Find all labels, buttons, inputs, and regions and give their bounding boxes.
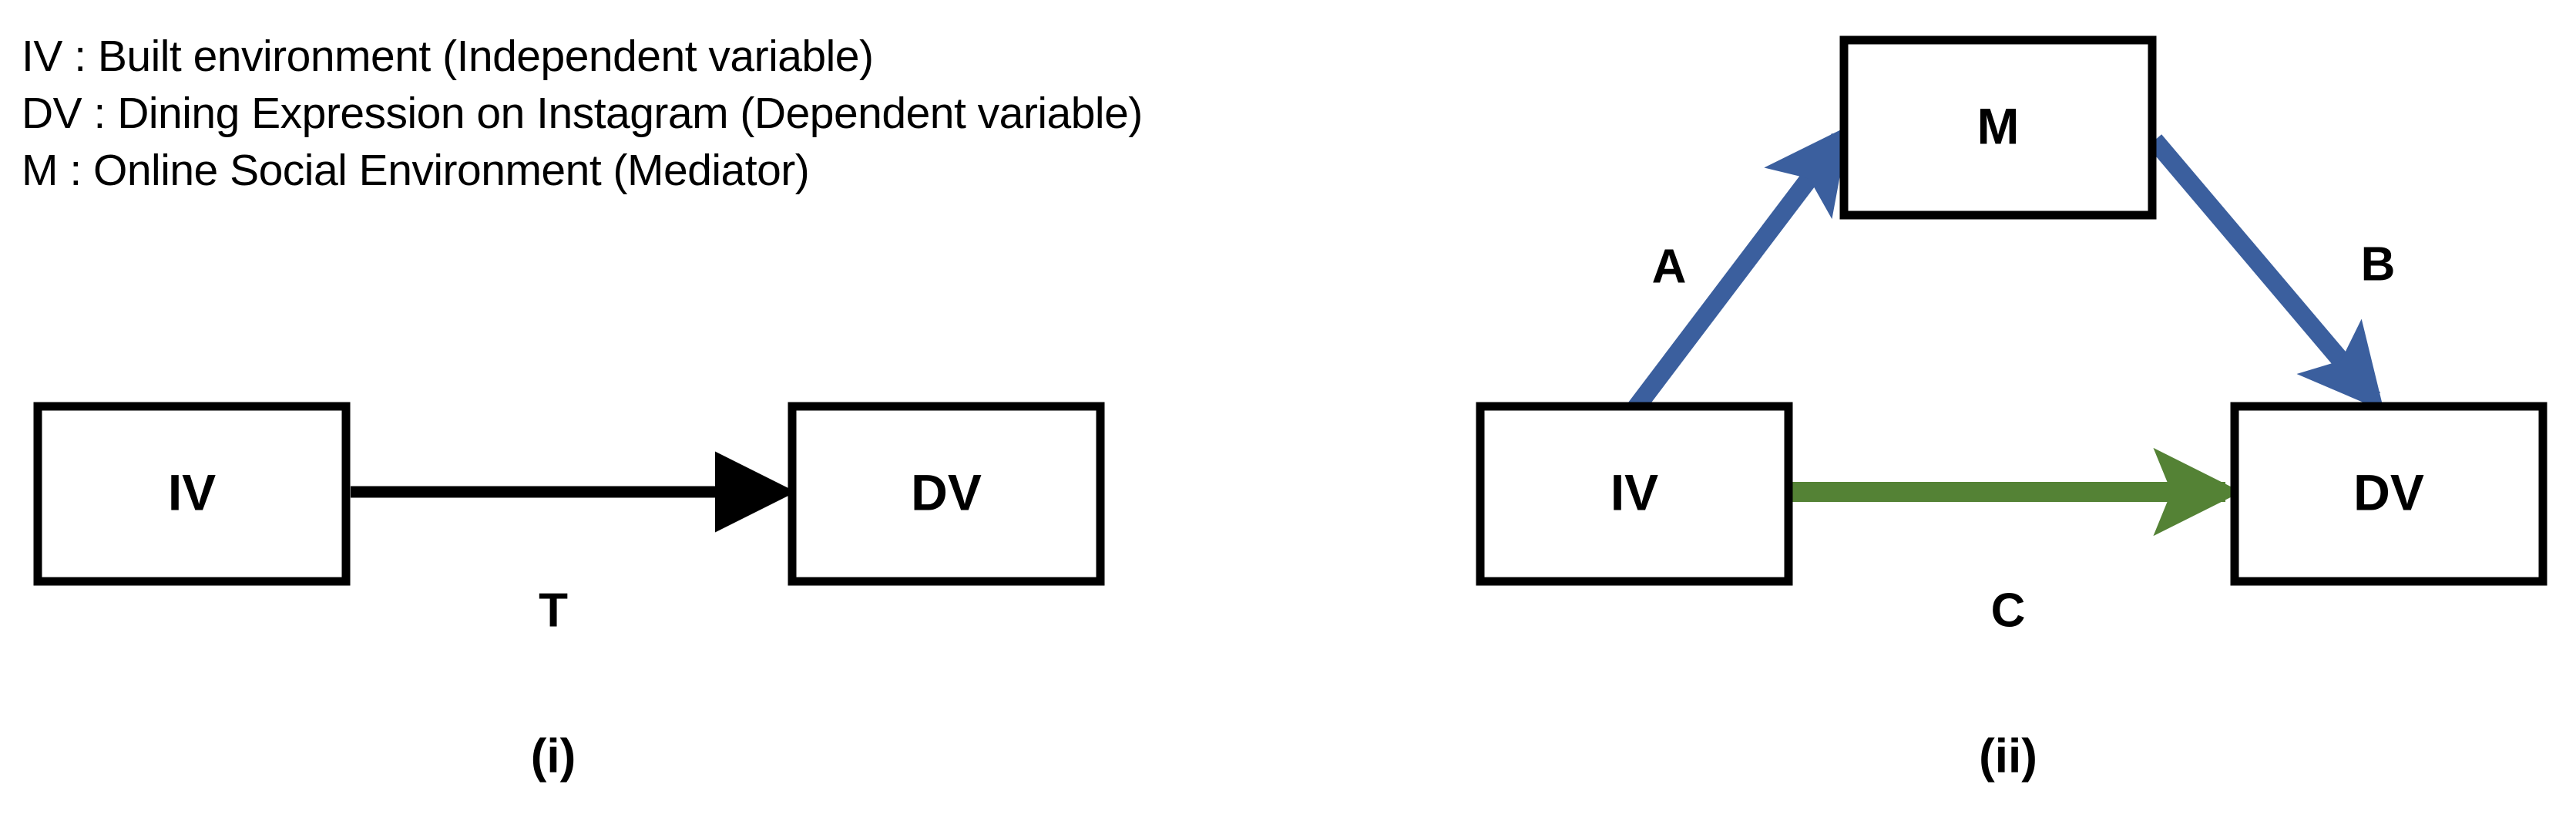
panel-ii: M IV DV A B C (ii) — [1476, 35, 2547, 783]
legend-line-iv: IV : Built environment (Independent vari… — [22, 32, 873, 81]
edge-label-path-a: A — [1652, 240, 1687, 293]
panel-caption-i: (i) — [531, 729, 576, 783]
edge-label-path-b: B — [2361, 237, 2396, 291]
node-m-panel-ii[interactable]: M — [1839, 35, 2157, 220]
node-iv-label: IV — [1610, 463, 1658, 520]
legend-line-m: M : Online Social Environment (Mediator) — [22, 146, 809, 195]
edge-path-a-arrow — [1625, 125, 1850, 418]
node-dv-box[interactable] — [2230, 402, 2547, 586]
edge-label-path-c: C — [1991, 584, 2026, 637]
node-dv-label: DV — [911, 463, 982, 520]
node-dv-panel-i[interactable]: DV — [788, 402, 1105, 586]
node-m-box[interactable] — [1839, 35, 2157, 220]
node-m-label: M — [1977, 97, 2020, 154]
edge-path-b-arrow — [2147, 134, 2384, 412]
legend-block: IV : Built environment (Independent vari… — [22, 32, 1143, 195]
edge-label-total-effect: T — [539, 584, 568, 637]
node-iv-panel-i[interactable]: IV — [33, 402, 351, 586]
node-dv-box[interactable] — [788, 402, 1105, 586]
node-iv-box[interactable] — [33, 402, 351, 586]
node-iv-box[interactable] — [1476, 402, 1793, 586]
panel-caption-ii: (ii) — [1979, 729, 2037, 783]
node-iv-label: IV — [168, 463, 216, 520]
panel-i: IV DV T (i) — [33, 402, 1105, 783]
node-iv-panel-ii[interactable]: IV — [1476, 402, 1793, 586]
node-dv-label: DV — [2353, 463, 2424, 520]
node-dv-panel-ii[interactable]: DV — [2230, 402, 2547, 586]
legend-line-dv: DV : Dining Expression on Instagram (Dep… — [22, 89, 1143, 138]
